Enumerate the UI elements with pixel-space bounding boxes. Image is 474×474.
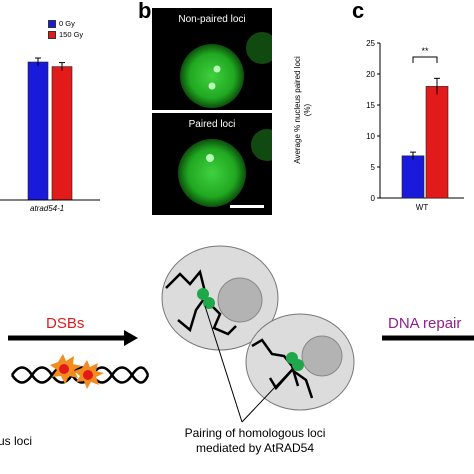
pairing-caption: Pairing of homologous loci mediated by A… [165, 426, 345, 456]
scale-bar [230, 205, 264, 208]
micro-label-paired: Paired loci [188, 119, 236, 130]
panel-a: 0 Gy 150 Gy atrad54-1 [0, 0, 110, 220]
y-tick-label: 0 [371, 194, 376, 203]
y-tick-label: 5 [371, 163, 376, 172]
dsb-label: DSBs [46, 315, 85, 332]
nucleus-image-bottom [178, 129, 272, 208]
pairing-caption-line1: Pairing of homologous loci [184, 426, 326, 440]
locus-spot [208, 82, 216, 90]
y-tick-label: 25 [366, 39, 375, 48]
bar-series-1 [401, 155, 425, 199]
legend: 0 Gy 150 Gy [48, 18, 83, 40]
significance-bracket [412, 56, 438, 63]
dsb-burst-icon [50, 354, 104, 389]
y-tick-label: 10 [366, 132, 375, 141]
nucleus-bottom [178, 139, 246, 207]
bar-150-gy [51, 66, 73, 201]
bar-0-gy [27, 61, 49, 201]
dna-repair-label: DNA repair [388, 315, 462, 332]
y-tick-label: 15 [366, 101, 375, 110]
legend-swatch-0gy [48, 19, 56, 28]
dna-double-helix [10, 366, 150, 384]
legend-item-150gy: 150 Gy [48, 29, 83, 40]
homologous-locus [203, 297, 215, 309]
pairing-caption-line2: mediated by AtRAD54 [195, 441, 315, 455]
x-tick-label: WT [416, 203, 429, 212]
legend-item-0gy: 0 Gy [48, 18, 83, 29]
nucleus-upper [161, 245, 279, 351]
locus-spot [213, 65, 221, 73]
nucleus-image-top [180, 32, 272, 108]
panel-c-ylabel: Average % nucleus paired loci (%) [293, 30, 313, 190]
bar-series-2 [425, 86, 449, 199]
locus-spot-paired [206, 154, 214, 162]
panel-c-letter: c [352, 0, 365, 23]
legend-swatch-150gy [48, 30, 56, 39]
micro-label-non-paired: Non-paired loci [178, 14, 246, 25]
nucleolus [217, 277, 263, 323]
nucleus-top [180, 44, 244, 108]
legend-label-0gy: 0 Gy [59, 19, 75, 28]
left-loci-label: us loci [0, 434, 33, 448]
pairing-scheme [8, 245, 474, 423]
y-tick-label: 20 [366, 70, 375, 79]
nucleolus [301, 335, 343, 377]
nucleus-lower [245, 313, 355, 411]
dsb-arrow-head [124, 330, 138, 346]
panel-a-xlabel: atrad54-1 [30, 204, 65, 213]
micro-image-non-paired: Non-paired loci [152, 8, 272, 110]
homologous-locus [197, 288, 209, 300]
pointer-line [241, 367, 294, 423]
significance-label: ** [421, 46, 429, 56]
panel-c-ylabel-line2: (%) [303, 103, 312, 117]
pointer-line [204, 305, 243, 423]
panel-a-plot [0, 57, 100, 201]
legend-label-150gy: 150 Gy [59, 30, 84, 39]
micro-image-paired: Paired loci [152, 113, 272, 215]
panel-c-ylabel-line1: Average % nucleus paired loci [293, 56, 302, 164]
panel-b-letter: b [138, 0, 152, 23]
homologous-locus [292, 359, 304, 371]
